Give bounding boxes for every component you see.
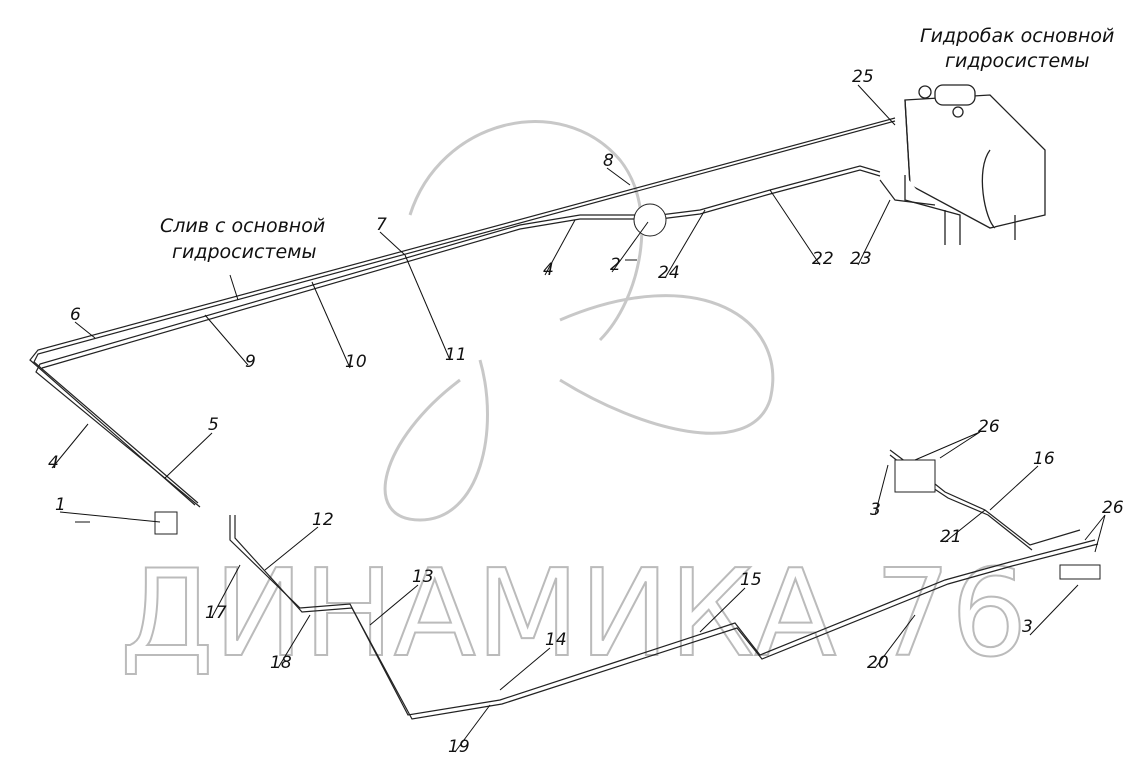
tank-caption-line2: гидросистемы (945, 50, 1090, 72)
label-17: 17 (205, 603, 227, 623)
watermark-text: ДИНАМИКА 76 (120, 545, 1027, 684)
leader-lines (51, 84, 1106, 753)
label-4: 4 (48, 453, 59, 473)
label-24: 24 (658, 263, 680, 283)
drain-caption-line1: Слив с основной (160, 215, 325, 237)
label-15: 15 (740, 570, 762, 590)
drain-caption-line2: гидросистемы (172, 241, 317, 263)
label-16: 16 (1033, 449, 1055, 469)
label-1: 1 (55, 495, 66, 515)
part-labels: 1 2 3 3 4 4 5 6 7 8 9 10 11 12 13 14 15 … (48, 67, 1124, 757)
label-26: 26 (1102, 498, 1124, 518)
label-12: 12 (312, 510, 334, 530)
cylinder-3-upper (894, 459, 936, 493)
pipes (29, 117, 1101, 720)
label-10: 10 (345, 352, 367, 372)
label-25: 25 (852, 67, 874, 87)
valve-2 (633, 203, 667, 237)
label-3: 3 (870, 500, 881, 520)
label-13: 13 (412, 567, 434, 587)
label-8: 8 (603, 151, 614, 171)
label-7: 7 (376, 215, 387, 235)
label-18: 18 (270, 653, 292, 673)
valve-1 (154, 511, 178, 535)
label-19: 19 (448, 737, 470, 757)
label-11: 11 (445, 345, 467, 365)
watermark-logo (383, 120, 775, 522)
label-23: 23 (850, 249, 872, 269)
label-20: 20 (867, 653, 889, 673)
label-26: 26 (978, 417, 1000, 437)
label-14: 14 (545, 630, 567, 650)
hydraulic-tank (904, 84, 1046, 245)
label-2: 2 (610, 255, 621, 275)
label-9: 9 (245, 352, 256, 372)
cylinder-3 (1059, 564, 1101, 580)
label-3: 3 (1022, 617, 1033, 637)
tank-caption-line1: Гидробак основной (920, 25, 1114, 47)
label-21: 21 (940, 527, 962, 547)
label-4: 4 (543, 260, 554, 280)
label-22: 22 (812, 249, 834, 269)
label-5: 5 (208, 415, 219, 435)
label-6: 6 (70, 305, 81, 325)
